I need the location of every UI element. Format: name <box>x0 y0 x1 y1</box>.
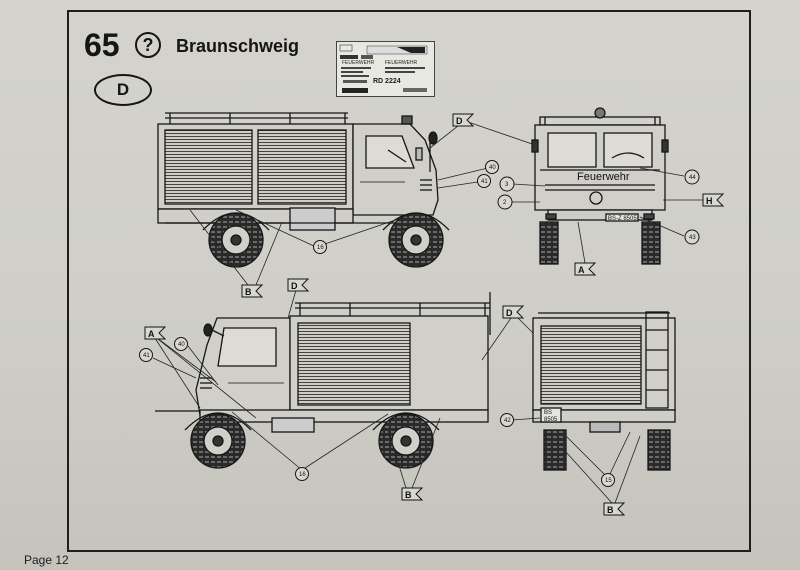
decal-text-right: FEUERWEHR <box>385 60 418 66</box>
side-view-right <box>155 292 491 469</box>
side-view-left <box>157 112 450 268</box>
front-plate: BS-Z 8505 <box>608 216 637 222</box>
decal-text-left: FEUERWEHR <box>342 60 375 66</box>
tag-a-left: A <box>148 329 155 339</box>
decal-code: RD 2224 <box>373 78 401 85</box>
callout-16-top: 16 <box>317 245 324 251</box>
tag-d-right: D <box>506 308 513 318</box>
leader-lines-front <box>512 167 703 264</box>
leader-lines-rear <box>511 417 641 504</box>
tag-a-front: A <box>578 265 585 275</box>
tag-d-middle: D <box>291 281 298 291</box>
page-footer: Page 12 <box>24 553 69 567</box>
question-mark-icon: ? <box>135 32 161 58</box>
page-frame <box>67 12 751 552</box>
view-tags <box>144 113 725 516</box>
tag-b-bottom: B <box>405 490 412 500</box>
rear-plate: BS <box>544 410 552 416</box>
callout-3: 3 <box>505 182 509 188</box>
leader-lines-left-top <box>189 121 536 286</box>
callout-41-top: 41 <box>481 179 488 185</box>
decal-sheet-graphic <box>339 44 428 93</box>
callout-40-bottom: 40 <box>178 342 185 348</box>
callout-15: 15 <box>605 478 612 484</box>
tag-b-top: B <box>245 287 252 297</box>
callout-44: 44 <box>689 175 696 181</box>
decal-sheet-thumbnail: FEUERWEHR FEUERWEHR RD 2224 <box>336 41 435 97</box>
scheme-title: Braunschweig <box>176 36 300 56</box>
scheme-number: 65 <box>84 27 120 63</box>
callout-16-bottom: 16 <box>299 472 306 478</box>
feuerwehr-lettering: Feuerwehr <box>577 171 630 183</box>
top-border <box>67 10 751 12</box>
tag-d-top: D <box>456 116 463 126</box>
callout-circles <box>139 160 700 487</box>
callout-43: 43 <box>689 235 696 241</box>
callout-40-top: 40 <box>489 165 496 171</box>
front-view <box>531 107 669 265</box>
tag-b-rear: B <box>607 505 614 515</box>
rear-view <box>532 311 676 471</box>
tag-h: H <box>706 196 713 206</box>
callout-42: 42 <box>504 418 511 424</box>
callout-2: 2 <box>503 200 507 206</box>
country-code-oval: D <box>94 74 152 106</box>
callout-41-bottom: 41 <box>143 353 150 359</box>
rear-plate-number: 8505 <box>544 417 558 423</box>
